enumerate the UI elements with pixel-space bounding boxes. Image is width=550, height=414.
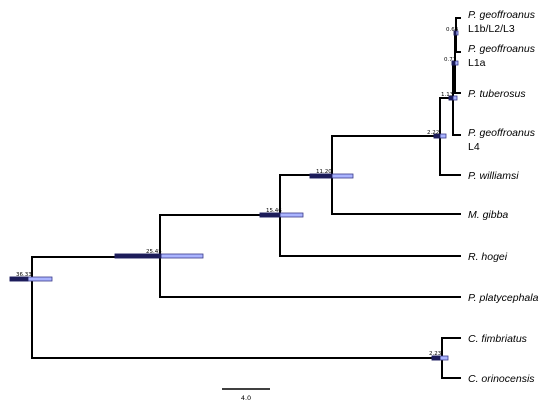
- taxon-label-r-hogei: R. hogei: [468, 251, 508, 263]
- taxon-name: P. williamsi: [468, 170, 519, 182]
- hpd-core-n071: [451, 60, 456, 66]
- scale-bar: 4.0: [222, 388, 270, 402]
- hpd-core-n36: [9, 276, 29, 282]
- taxon-name: C. orinocensis: [468, 373, 535, 385]
- hpd-core-n11: [309, 173, 333, 179]
- taxon-name: P. tuberosus: [468, 88, 526, 100]
- taxon-name: C. fimbriatus: [468, 333, 528, 345]
- taxon-name: P. platycephala: [468, 292, 539, 304]
- taxon-label-p-tuberosus: P. tuberosus: [468, 88, 526, 100]
- taxon-name: P. geoffroanus: [468, 9, 536, 21]
- hpd-core-n222: [433, 133, 441, 139]
- taxon-label-p-geoffroanus-l4: P. geoffroanus L4: [468, 127, 538, 153]
- taxon-name: P. geoffroanus: [468, 43, 536, 55]
- hpd-core-n223: [431, 355, 441, 361]
- node-age-label: 1.13: [441, 92, 454, 98]
- taxon-lineage: L1b/L2/L3: [468, 23, 515, 35]
- taxon-lineage: L4: [468, 141, 480, 153]
- taxon-label-p-platycephala: P. platycephala: [468, 292, 539, 304]
- taxon-label-c-fimbriatus: C. fimbriatus: [468, 333, 528, 345]
- hpd-core-n25: [114, 253, 162, 259]
- node-age-label: 0.64: [446, 27, 459, 33]
- hpd-core-n15: [259, 212, 281, 218]
- taxon-label-c-orinocensis: C. orinocensis: [468, 373, 535, 385]
- taxon-name: P. geoffroanus: [468, 127, 536, 139]
- scale-bar-label: 4.0: [241, 394, 251, 402]
- node-age-label: 11.20: [316, 169, 332, 175]
- node-age-label: 25.45: [146, 249, 162, 255]
- node-age-label: 2.23: [429, 351, 442, 357]
- node-age-label: 15.46: [266, 208, 282, 214]
- node-age-label: 0.71: [444, 57, 456, 63]
- taxon-name: R. hogei: [468, 251, 508, 263]
- taxon-label-p-geoffroanus-l1a: P. geoffroanus L1a: [468, 43, 538, 69]
- hpd-core-n113: [448, 95, 454, 101]
- taxon-label-p-geoffroanus-l1b: P. geoffroanus L1b/L2/L3: [468, 9, 538, 35]
- branches: [31, 17, 461, 379]
- taxon-name: M. gibba: [468, 209, 508, 221]
- hpd-core-n064: [453, 30, 457, 36]
- taxon-label-p-williamsi: P. williamsi: [468, 170, 519, 182]
- node-age-label: 36.33: [16, 272, 32, 278]
- taxon-lineage: L1a: [468, 57, 486, 69]
- node-age-labels: 36.33 25.45 15.46 11.20 2.22 1.13 0.71 0…: [16, 27, 459, 357]
- hpd-bars: [9, 30, 459, 361]
- taxon-labels: P. geoffroanus L1b/L2/L3 P. geoffroanus …: [468, 9, 539, 385]
- taxon-label-m-gibba: M. gibba: [468, 209, 508, 221]
- node-age-label: 2.22: [427, 130, 439, 136]
